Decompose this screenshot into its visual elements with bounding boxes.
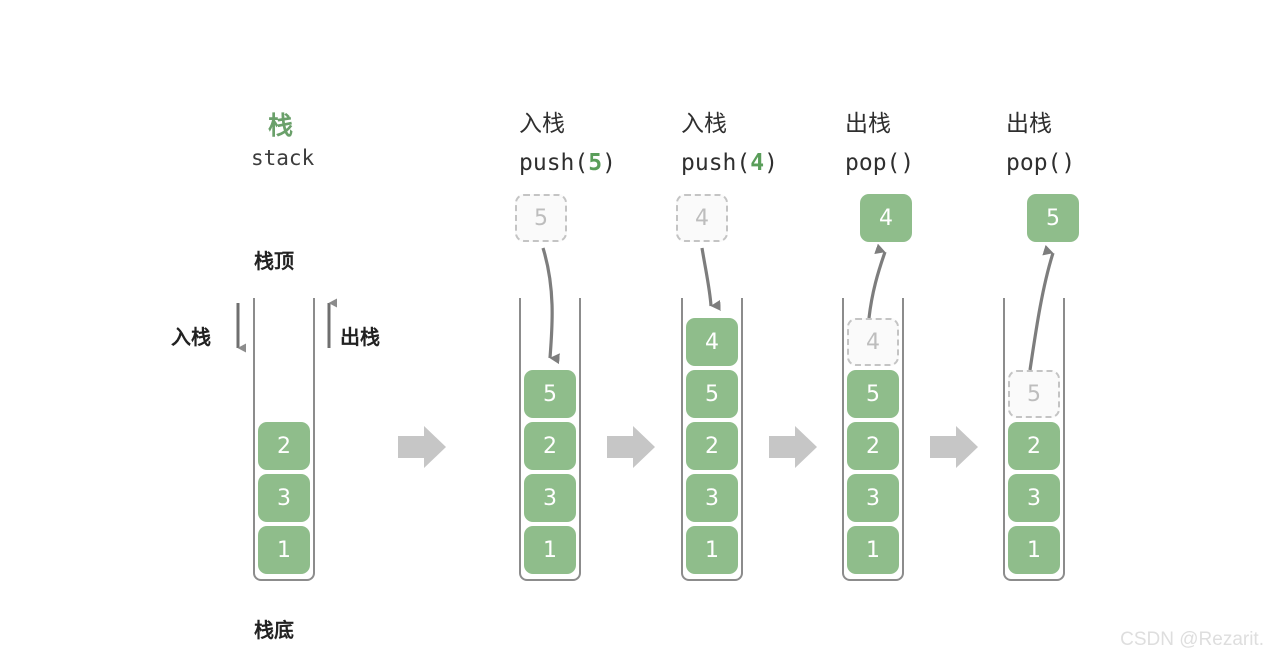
code-prefix: push( [519,150,589,176]
stack-cell: 1 [686,526,738,574]
stack-cell: 5 [847,370,899,418]
diagram-title-cn: 栈 [268,112,295,140]
code-arg: 4 [750,150,765,176]
step-label-pop-4: 出栈 [845,110,891,136]
step-label-push-4: 入栈 [681,110,727,136]
outgoing-cell-pop-4: 4 [860,194,912,242]
code-arg: 5 [588,150,603,176]
stack-tube-pop-4 [842,298,904,581]
flow-arrow-2 [607,426,655,468]
step-code-pop-5: pop() [1006,143,1075,183]
code-prefix: pop( [1006,150,1062,176]
outgoing-cell-pop-5: 5 [1027,194,1079,242]
code-suffix: ) [1061,150,1076,176]
stack-cell: 1 [524,526,576,574]
stack-cell: 3 [524,474,576,522]
stack-cell: 3 [686,474,738,522]
stack-bottom-label: 栈底 [254,620,294,642]
code-suffix: ) [764,150,778,176]
stack-tube-push-4 [681,298,743,581]
flow-arrow-3 [769,426,817,468]
code-suffix: ) [900,150,915,176]
step-code-pop-4: pop() [845,143,914,183]
stack-cell: 2 [686,422,738,470]
step-label-push-5: 入栈 [519,110,565,136]
pop-direction-label: 出栈 [340,327,380,349]
stack-cell: 1 [258,526,310,574]
stack-cell: 3 [847,474,899,522]
step-code-push-5: push(5) [519,143,616,183]
stack-cell-ghost: 5 [1008,370,1060,418]
push-direction-label: 入栈 [171,327,211,349]
flow-arrow-1 [398,426,446,468]
stack-cell: 5 [686,370,738,418]
stack-cell: 1 [847,526,899,574]
step-label-pop-5: 出栈 [1006,110,1052,136]
incoming-cell-push-5: 5 [515,194,567,242]
watermark: CSDN @Rezarit. [1120,629,1264,650]
stack-tube-initial [253,298,315,581]
stack-tube-push-5 [519,298,581,581]
stack-tube-pop-5 [1003,298,1065,581]
stack-cell: 1 [1008,526,1060,574]
stack-cell: 2 [524,422,576,470]
incoming-cell-push-4: 4 [676,194,728,242]
stack-cell: 3 [258,474,310,522]
stack-cell: 5 [524,370,576,418]
diagram-title-en: stack [251,146,315,170]
stack-cell: 3 [1008,474,1060,522]
stack-cell-ghost: 4 [847,318,899,366]
stack-top-label: 栈顶 [254,251,294,273]
stack-cell: 4 [686,318,738,366]
code-suffix: ) [602,150,616,176]
stack-cell: 2 [258,422,310,470]
step-code-push-4: push(4) [681,143,778,183]
flow-arrow-4 [930,426,978,468]
stack-cell: 2 [847,422,899,470]
code-prefix: push( [681,150,751,176]
code-prefix: pop( [845,150,901,176]
stack-cell: 2 [1008,422,1060,470]
